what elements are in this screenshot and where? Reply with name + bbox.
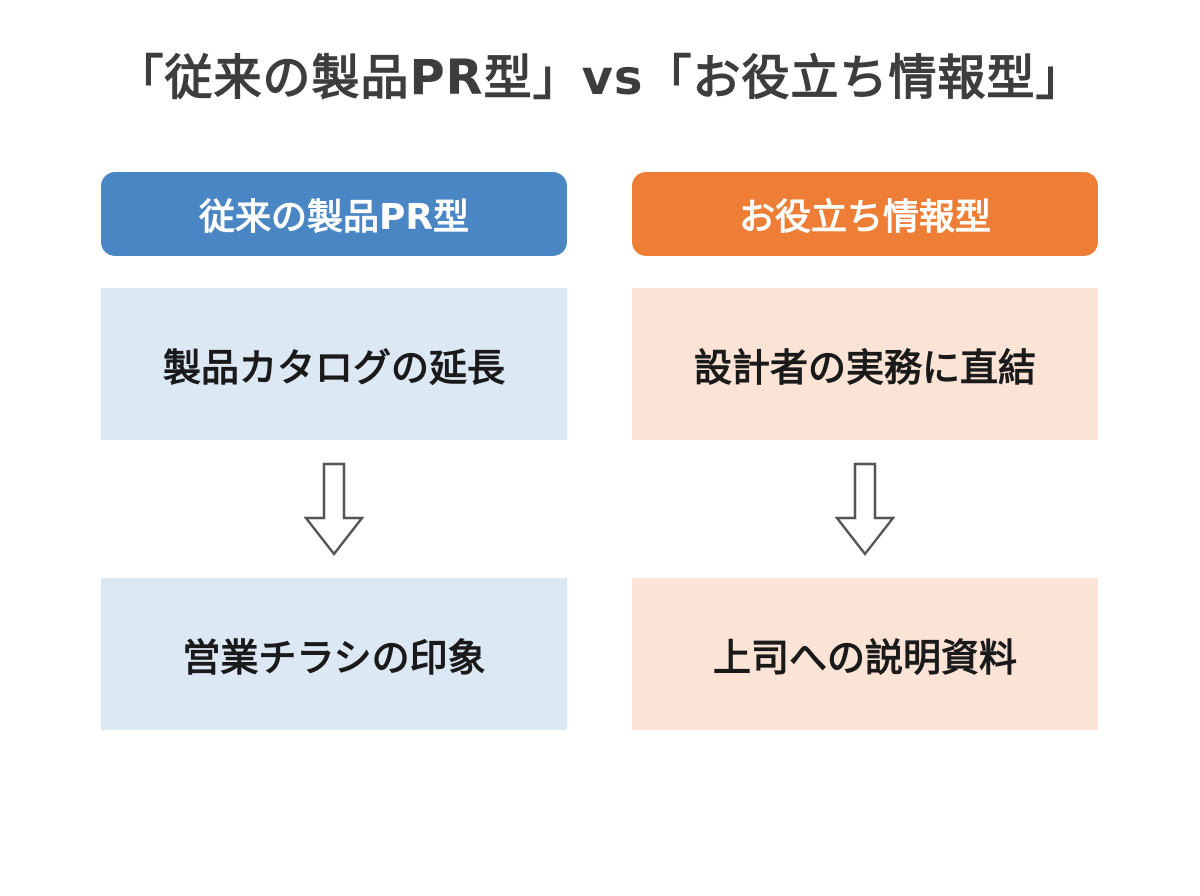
left-arrow-shape — [304, 462, 364, 557]
column-left: 従来の製品PR型 製品カタログの延長 営業チラシの印象 — [101, 172, 567, 730]
down-arrow-icon — [304, 462, 364, 557]
page-title: 「従来の製品PR型」vs「お役立ち情報型」 — [115, 50, 1085, 106]
right-arrow-shape — [835, 462, 895, 557]
right-top-box: 設計者の実務に直結 — [632, 288, 1098, 440]
left-top-box: 製品カタログの延長 — [101, 288, 567, 440]
down-arrow-icon — [835, 462, 895, 557]
left-bottom-box: 営業チラシの印象 — [101, 578, 567, 730]
right-header: お役立ち情報型 — [632, 172, 1098, 256]
left-header: 従来の製品PR型 — [101, 172, 567, 256]
right-bottom-box: 上司への説明資料 — [632, 578, 1098, 730]
column-right: お役立ち情報型 設計者の実務に直結 上司への説明資料 — [632, 172, 1098, 730]
